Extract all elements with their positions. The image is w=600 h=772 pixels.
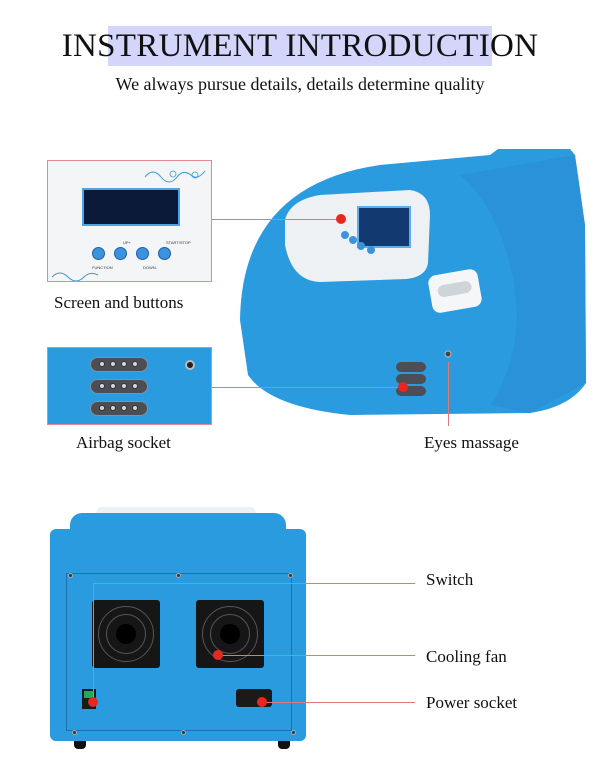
page-title: INSTRUMENT INTRODUCTION — [61, 28, 539, 64]
airbag-callout-dot — [398, 382, 408, 392]
start-stop-label: START/STOP — [166, 240, 191, 245]
eyes-callout-line — [448, 362, 449, 426]
title-highlight — [108, 26, 492, 66]
switch-callout-vertical — [93, 583, 94, 700]
eyes-massage-label: Eyes massage — [424, 433, 519, 452]
switch-label: Switch — [426, 570, 474, 589]
up-button[interactable] — [114, 247, 127, 260]
cooling-fan-right — [196, 600, 264, 668]
start-stop-button[interactable] — [158, 247, 171, 260]
ornament-icon — [51, 272, 99, 281]
power-socket[interactable] — [236, 689, 272, 707]
device-front-image — [240, 149, 586, 415]
down-label: DOWN- — [143, 265, 157, 270]
power-socket-label: Power socket — [426, 693, 518, 712]
function-label: FUNCTION — [92, 265, 113, 270]
switch-callout-line — [93, 583, 415, 584]
cooling-fan-callout-line — [218, 655, 415, 656]
power-socket-callout-dot — [257, 697, 267, 707]
screen-buttons-label: Screen and buttons — [54, 293, 184, 312]
device-rear-image — [48, 505, 308, 755]
airbag-socket-label: Airbag socket — [76, 433, 171, 452]
screen-callout-dot — [336, 214, 346, 224]
switch-callout-dot — [88, 697, 98, 707]
lcd-screen — [82, 188, 180, 226]
cooling-fan-label: Cooling fan — [426, 647, 507, 666]
up-label: UP+ — [123, 240, 131, 245]
airbag-socket-inset — [47, 347, 212, 425]
socket-row — [90, 401, 148, 416]
socket-row — [90, 379, 148, 394]
screen-callout-line — [212, 219, 340, 220]
page-subtitle: We always pursue details, details determ… — [115, 74, 485, 94]
cooling-fan-left — [92, 600, 160, 668]
cooling-fan-callout-dot — [213, 650, 223, 660]
socket-row — [90, 357, 148, 372]
down-button[interactable] — [136, 247, 149, 260]
power-socket-callout-line — [262, 702, 415, 703]
function-button[interactable] — [92, 247, 105, 260]
ornament-icon — [144, 170, 206, 183]
screen-buttons-inset: FUNCTION UP+ DOWN- START/STOP — [47, 160, 212, 282]
airbag-callout-line — [212, 387, 402, 388]
eyes-port-icon — [185, 360, 195, 370]
